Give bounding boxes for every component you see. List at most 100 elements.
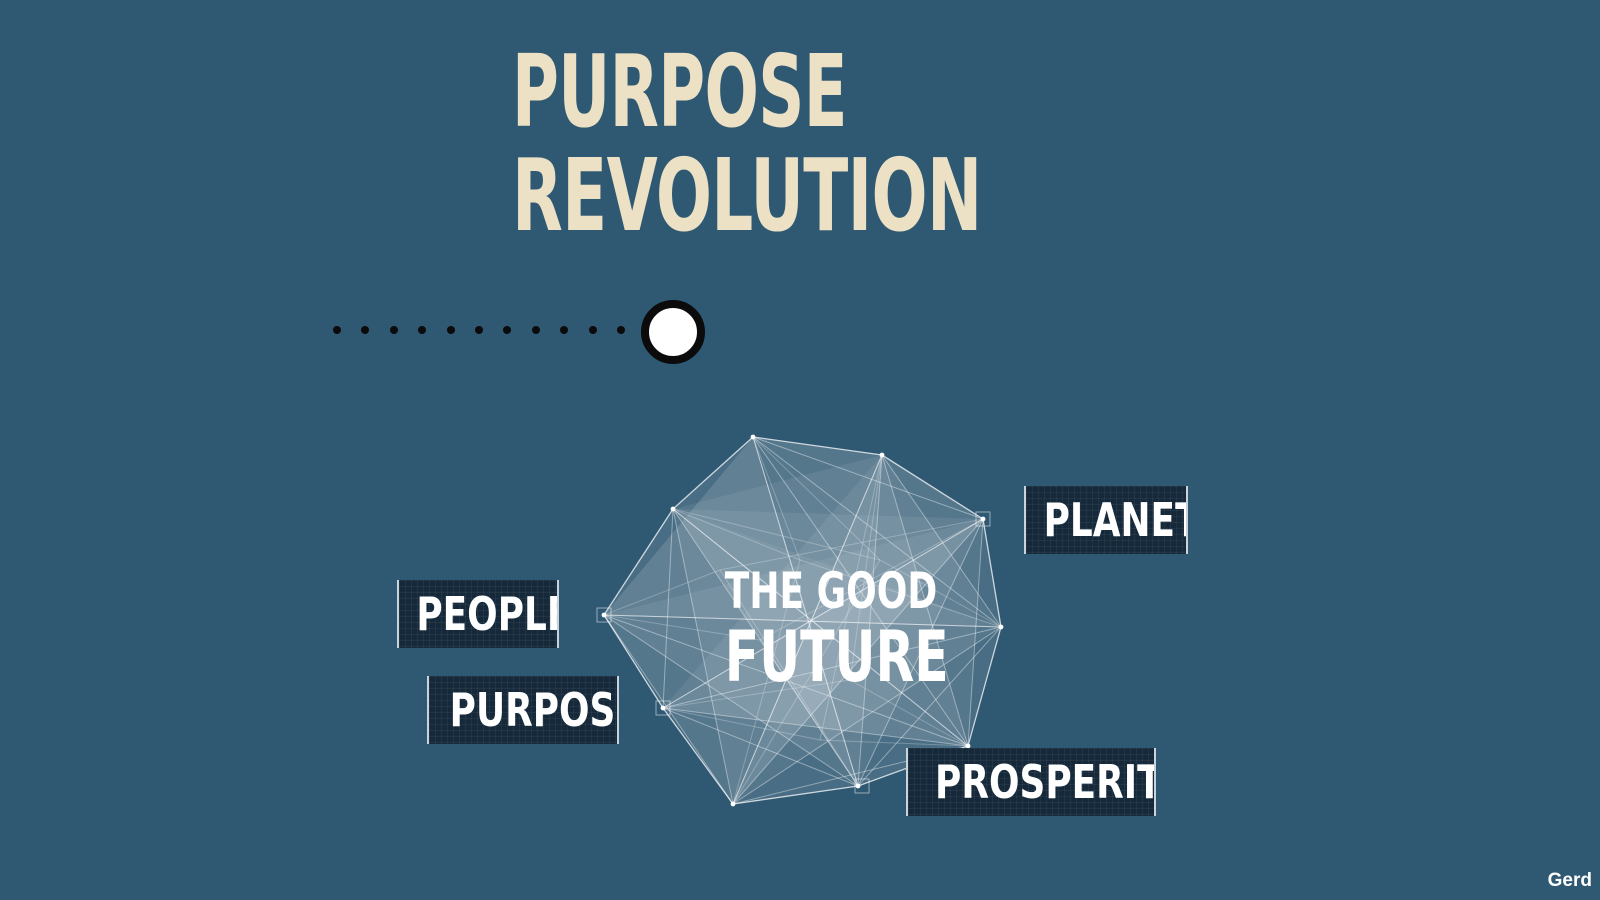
network-edge [732,785,859,805]
network-facet [733,455,983,804]
network-edge [732,518,984,805]
network-edge [752,436,969,747]
network-edge [732,454,883,805]
network-facet [753,437,1001,627]
network-edge [732,559,881,805]
network-edge [752,436,881,561]
network-facet [673,509,1001,804]
network-edge [849,679,969,747]
network-edge [672,508,881,561]
network-edge [603,508,674,616]
network-edge [881,454,969,747]
network-edge [662,679,851,709]
tag-planet-label: PLANET [1043,493,1188,547]
network-edge [672,508,734,805]
progress-dot [588,326,597,334]
network-edge [662,518,984,709]
tag-people-label: PEOPLE [416,587,559,641]
network-edge [752,436,1002,628]
network-edge [857,626,1002,787]
progress-dot [475,326,483,334]
progress-dot [617,326,625,334]
network-facet [663,455,968,746]
network-node [855,783,861,789]
network-edge [819,739,969,747]
progress-knob [641,300,705,364]
network-node [965,743,971,749]
network-edge [719,518,984,571]
tag-purpose-label: PURPOSE [449,683,617,737]
network-edge [752,436,859,787]
network-edge [603,614,664,709]
network-edge [857,518,984,787]
network-edge [881,454,1002,628]
network-edge [857,454,883,787]
network-edge [752,436,859,787]
network-edge [662,626,1002,709]
progress-dot [446,326,455,334]
network-edge [881,454,984,520]
connector-anchor [655,700,671,716]
connector-anchor [975,511,991,527]
network-edge [982,518,1002,628]
progress-dot [333,326,341,334]
title-line-1: PURPOSE [512,33,847,150]
network-edge [603,614,734,805]
progress-dots [333,326,633,334]
network-edge [603,614,1002,628]
network-edge [879,559,1002,628]
network-edge [967,626,1002,747]
network-edge [662,508,674,709]
network-edge [662,518,984,709]
connector-anchor [854,778,870,794]
network-node [660,705,666,711]
tag-prosperity: PROSPERITY [906,748,1156,816]
center-label-line-1: THE GOOD [724,562,938,620]
network-facet [604,519,983,804]
network-node [750,434,756,440]
network-edge [752,436,883,456]
progress-dot [361,326,370,334]
tag-prosperity-label: PROSPERITY [935,755,1154,809]
network-facet [673,509,983,786]
network-edge [849,454,883,681]
network-edge [662,707,969,747]
network-edge [819,454,883,741]
watermark-logo: Gerd [1547,870,1592,891]
network-edge [732,559,801,805]
network-edge [603,614,1002,628]
network-node [601,612,607,618]
network-edge [719,569,859,787]
center-label-line-2: FUTURE [724,616,949,698]
network-edge [732,626,1002,805]
tag-planet: PLANET [1024,486,1188,554]
network-edge [662,707,859,787]
network-edge [799,559,1002,628]
progress-dot [418,326,427,334]
network-edge [967,518,984,747]
network-edge [603,569,721,616]
network-edge [732,454,883,805]
network-edge [752,436,984,520]
progress-dot [531,326,540,334]
network-node [980,516,986,522]
network-edge [672,508,859,787]
network-edge [759,518,984,641]
network-node [998,624,1004,630]
network-facet [604,437,858,786]
network-edge [759,639,859,787]
tag-people: PEOPLE [397,580,559,648]
network-hull [604,437,1001,804]
title-line-2: REVOLUTION [512,137,982,254]
network-facet [663,519,983,746]
connector-anchor [596,607,612,623]
network-edge [672,508,969,747]
network-facet [673,455,882,786]
network-edge [603,614,859,787]
network-edge [672,436,754,510]
progress-dot [389,326,398,334]
network-node [670,506,676,512]
progress-dot [503,326,512,334]
tag-purpose: PURPOSE [427,676,619,744]
